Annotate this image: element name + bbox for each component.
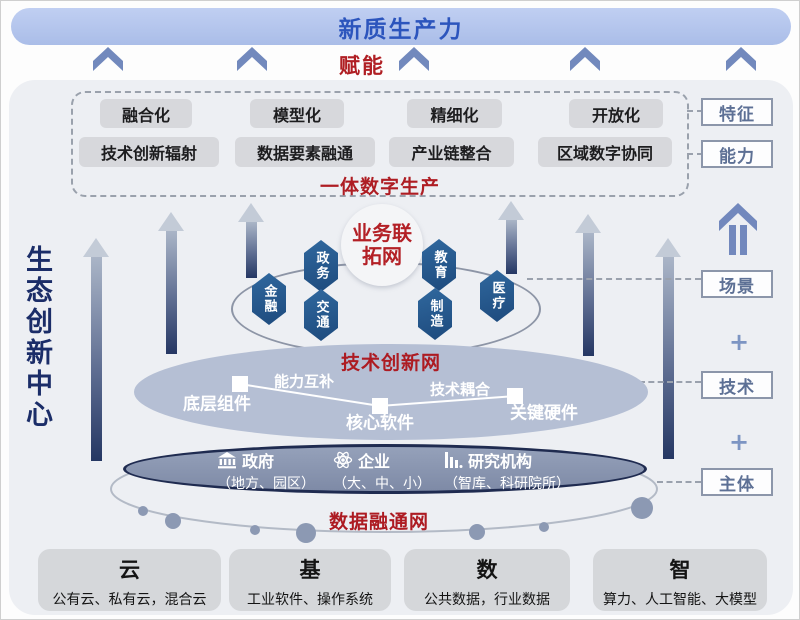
capability-item: 产业链整合 bbox=[389, 137, 514, 167]
gradient-up-arrow bbox=[238, 203, 264, 278]
bottom-box-title: 智 bbox=[669, 558, 691, 582]
plus-sign: + bbox=[729, 428, 750, 456]
tech-link-tech-coupling: 技术耦合 bbox=[429, 380, 491, 399]
entity-name: 企业 bbox=[358, 452, 391, 471]
chevron-up-icon bbox=[726, 47, 756, 71]
gradient-up-arrow bbox=[498, 201, 524, 274]
bottom-box-intelligence: 智 算力、人工智能、大模型 bbox=[593, 549, 767, 611]
bottom-box-data: 数 公共数据，行业数据 bbox=[404, 549, 570, 611]
empower-label: 赋能 bbox=[339, 54, 385, 78]
bottom-box-title: 数 bbox=[476, 558, 498, 582]
bottom-box-desc: 工业软件、操作系统 bbox=[247, 592, 373, 608]
bottom-box-desc: 算力、人工智能、大模型 bbox=[603, 592, 757, 608]
bank-icon bbox=[218, 451, 236, 468]
capability-item: 区域数字协同 bbox=[538, 137, 672, 167]
tech-net-title: 技术创新网 bbox=[340, 352, 441, 374]
connector-dash bbox=[639, 381, 701, 383]
connector-dash bbox=[687, 110, 703, 112]
connector-dash bbox=[657, 481, 701, 483]
bottom-box-desc: 公有云、私有云，混合云 bbox=[52, 592, 207, 608]
side-label-scene: 场景 bbox=[701, 270, 773, 298]
double-up-arrow-icon bbox=[719, 203, 757, 255]
ecosystem-innovation-center-title: 生态创新中心 bbox=[21, 245, 52, 431]
tech-node-key-hardware: 关键硬件 bbox=[510, 403, 578, 424]
bottom-box-infra: 基 工业软件、操作系统 bbox=[229, 549, 391, 611]
entity-research: 研究机构 （智库、科研院所） bbox=[444, 448, 570, 493]
side-label-capability: 能力 bbox=[701, 140, 773, 168]
tech-net-ellipse bbox=[134, 344, 648, 440]
feature-capability-box bbox=[71, 91, 689, 197]
feature-item: 模型化 bbox=[250, 99, 344, 128]
chevron-up-icon bbox=[93, 47, 123, 71]
gradient-up-arrow bbox=[158, 212, 184, 354]
entity-enterprise: 企业 （大、中、小） bbox=[333, 448, 431, 493]
connector-dash bbox=[527, 278, 701, 280]
tech-node-core-software: 核心软件 bbox=[346, 413, 414, 434]
business-net-title: 业务联拓网 bbox=[352, 221, 412, 268]
entity-government: 政府 （地方、园区） bbox=[217, 448, 315, 493]
gradient-up-arrow bbox=[83, 238, 109, 461]
bar-chart-icon bbox=[445, 452, 463, 468]
feature-item: 精细化 bbox=[407, 99, 502, 128]
capability-item: 技术创新辐射 bbox=[79, 137, 219, 167]
tech-node-base-components: 底层组件 bbox=[183, 394, 251, 415]
capability-item: 数据要素融通 bbox=[235, 137, 375, 167]
bottom-box-title: 云 bbox=[119, 558, 140, 582]
entity-name: 研究机构 bbox=[468, 452, 533, 471]
entity-sub: （大、中、小） bbox=[333, 476, 431, 492]
data-net-title: 数据融通网 bbox=[328, 511, 429, 533]
feature-item: 融合化 bbox=[100, 99, 192, 128]
bottom-box-desc: 公共数据，行业数据 bbox=[424, 592, 550, 608]
side-label-feature: 特征 bbox=[701, 98, 773, 126]
entity-sub: （智库、科研院所） bbox=[444, 476, 570, 492]
chevron-up-icon bbox=[237, 47, 267, 71]
bottom-box-cloud: 云 公有云、私有云，混合云 bbox=[38, 549, 221, 611]
atom-icon bbox=[333, 451, 353, 469]
gradient-up-arrow bbox=[575, 214, 601, 356]
top-banner: 新质生产力 bbox=[11, 8, 791, 45]
business-net-circle: 业务联拓网 bbox=[341, 204, 423, 286]
chevron-up-icon bbox=[399, 47, 429, 71]
connector-dash bbox=[687, 153, 703, 155]
entity-name: 政府 bbox=[242, 452, 275, 471]
bottom-box-title: 基 bbox=[299, 558, 321, 582]
entity-sub: （地方、园区） bbox=[217, 476, 315, 492]
tech-link-capability-complement: 能力互补 bbox=[273, 372, 335, 391]
page-title: 新质生产力 bbox=[338, 16, 464, 43]
side-label-subject: 主体 bbox=[701, 468, 773, 496]
chevron-up-icon bbox=[570, 47, 600, 71]
gradient-up-arrow bbox=[655, 238, 681, 459]
subject-net-ellipse bbox=[123, 444, 647, 494]
feature-item: 开放化 bbox=[569, 99, 663, 128]
integrated-digital-production-label: 一体数字生产 bbox=[319, 176, 440, 198]
plus-sign: + bbox=[729, 328, 750, 356]
side-label-tech: 技术 bbox=[701, 371, 773, 399]
